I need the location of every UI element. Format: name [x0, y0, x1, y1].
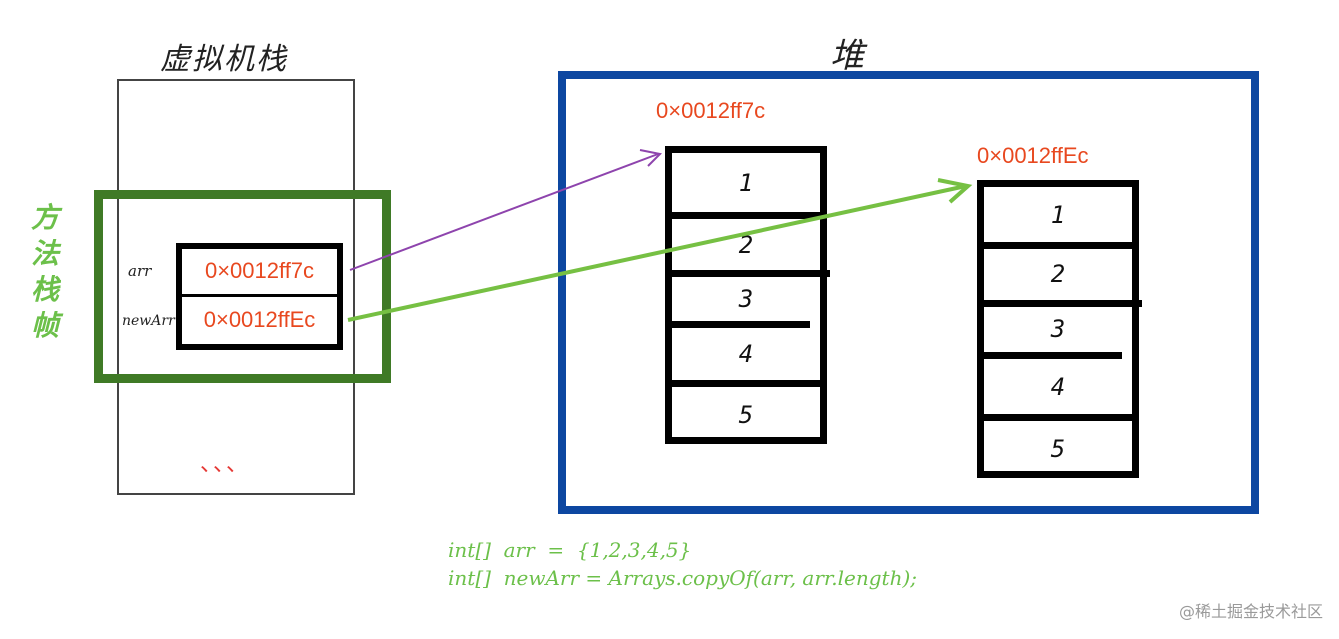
- local-variables-table: 0×0012ff7c 0×0012ffEc: [176, 243, 343, 350]
- array-slot: 5: [1050, 434, 1066, 463]
- array-slot: 3: [1050, 315, 1066, 343]
- arr-reference-arrowhead: [639, 149, 663, 167]
- method-frame-label-char: 栈: [30, 273, 59, 306]
- array-slot: 4: [1050, 372, 1066, 401]
- var-name-newarr: newArr: [122, 313, 175, 329]
- array-slot-divider: [980, 352, 1122, 359]
- newarr-reference-arrow: [347, 184, 967, 322]
- vm-stack-box: [117, 79, 355, 495]
- array-slot: 1: [1050, 200, 1066, 229]
- method-frame-label-char: 法: [30, 237, 59, 270]
- array-slot: 1: [738, 168, 754, 197]
- array-slot-divider: [668, 212, 824, 219]
- array-slot-divider: [980, 414, 1136, 421]
- method-frame-label-char: 方: [30, 201, 59, 234]
- array-slot: 5: [738, 400, 754, 429]
- array-slot-divider: [668, 321, 810, 328]
- newarr-reference-arrowhead: [937, 178, 973, 204]
- heap-array-2: 1 2 3 4 5: [977, 180, 1142, 478]
- heap-box: [558, 71, 1259, 514]
- vm-stack-title: 虚拟机栈: [160, 42, 288, 77]
- array-slot-divider: [668, 380, 824, 387]
- code-line-2: int[] newArr = Arrays.copyOf(arr, arr.le…: [448, 566, 918, 590]
- watermark: @稀土掘金技术社区: [1178, 602, 1323, 621]
- method-frame-label: 方 法 栈 帧: [30, 200, 60, 344]
- array-slot: 4: [738, 340, 754, 368]
- array-slot: 2: [738, 231, 754, 259]
- array-slot-divider: [668, 270, 830, 277]
- array-address-1: 0×0012ff7c: [656, 98, 766, 123]
- array-slot-divider: [980, 300, 1142, 307]
- var-value-arr: 0×0012ff7c: [182, 249, 337, 297]
- stack-ellipsis: 、、、: [200, 452, 251, 477]
- var-value-newarr: 0×0012ffEc: [203, 307, 316, 333]
- arr-reference-arrow: [349, 153, 659, 271]
- array-slot: 2: [1050, 260, 1066, 288]
- array-slot: 3: [738, 285, 754, 313]
- code-line-1: int[] arr = {1,2,3,4,5}: [448, 538, 692, 562]
- var-name-arr: arr: [128, 262, 152, 280]
- method-frame-box: [94, 190, 391, 383]
- array-address-2: 0×0012ffEc: [977, 143, 1089, 168]
- method-frame-label-char: 帧: [30, 309, 59, 342]
- heap-title: 堆: [830, 36, 864, 76]
- array-slot-divider: [980, 242, 1136, 249]
- heap-array-1: 1 2 3 4 5: [665, 146, 830, 444]
